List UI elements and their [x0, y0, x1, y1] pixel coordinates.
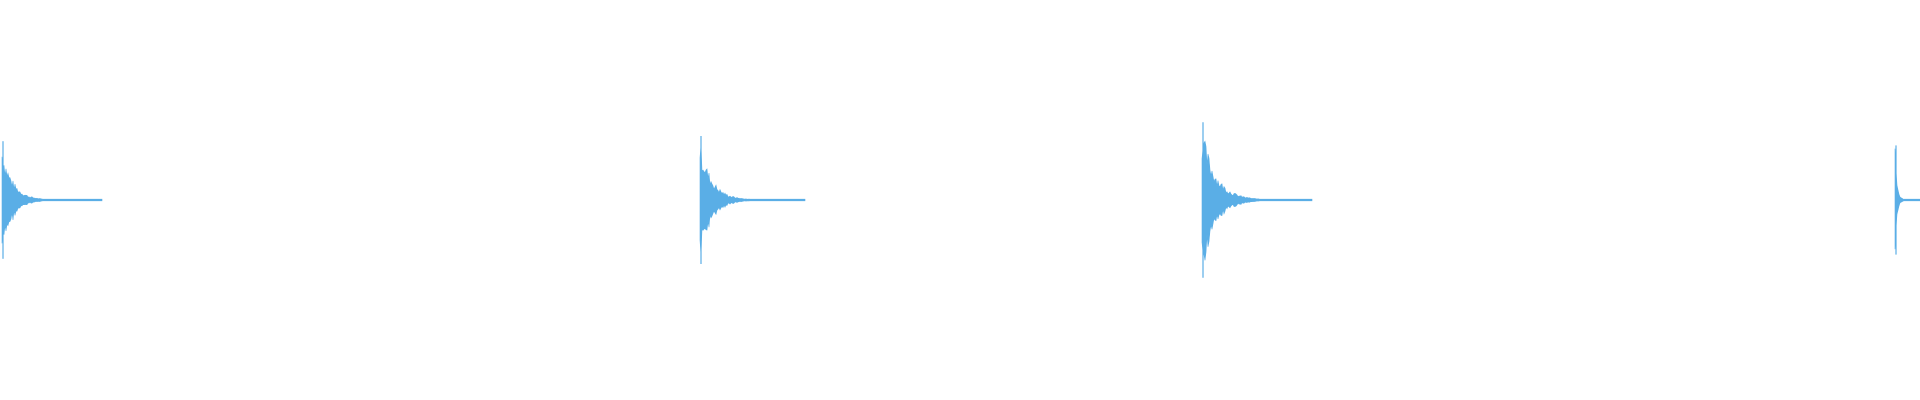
transient-1 [1, 141, 103, 259]
transient-3-shape [1201, 140, 1313, 261]
waveform-layer [1, 122, 1920, 278]
transient-4 [1894, 145, 1920, 255]
transient-4-shape [1894, 148, 1920, 250]
transient-3 [1201, 122, 1313, 278]
transient-2 [699, 135, 806, 265]
